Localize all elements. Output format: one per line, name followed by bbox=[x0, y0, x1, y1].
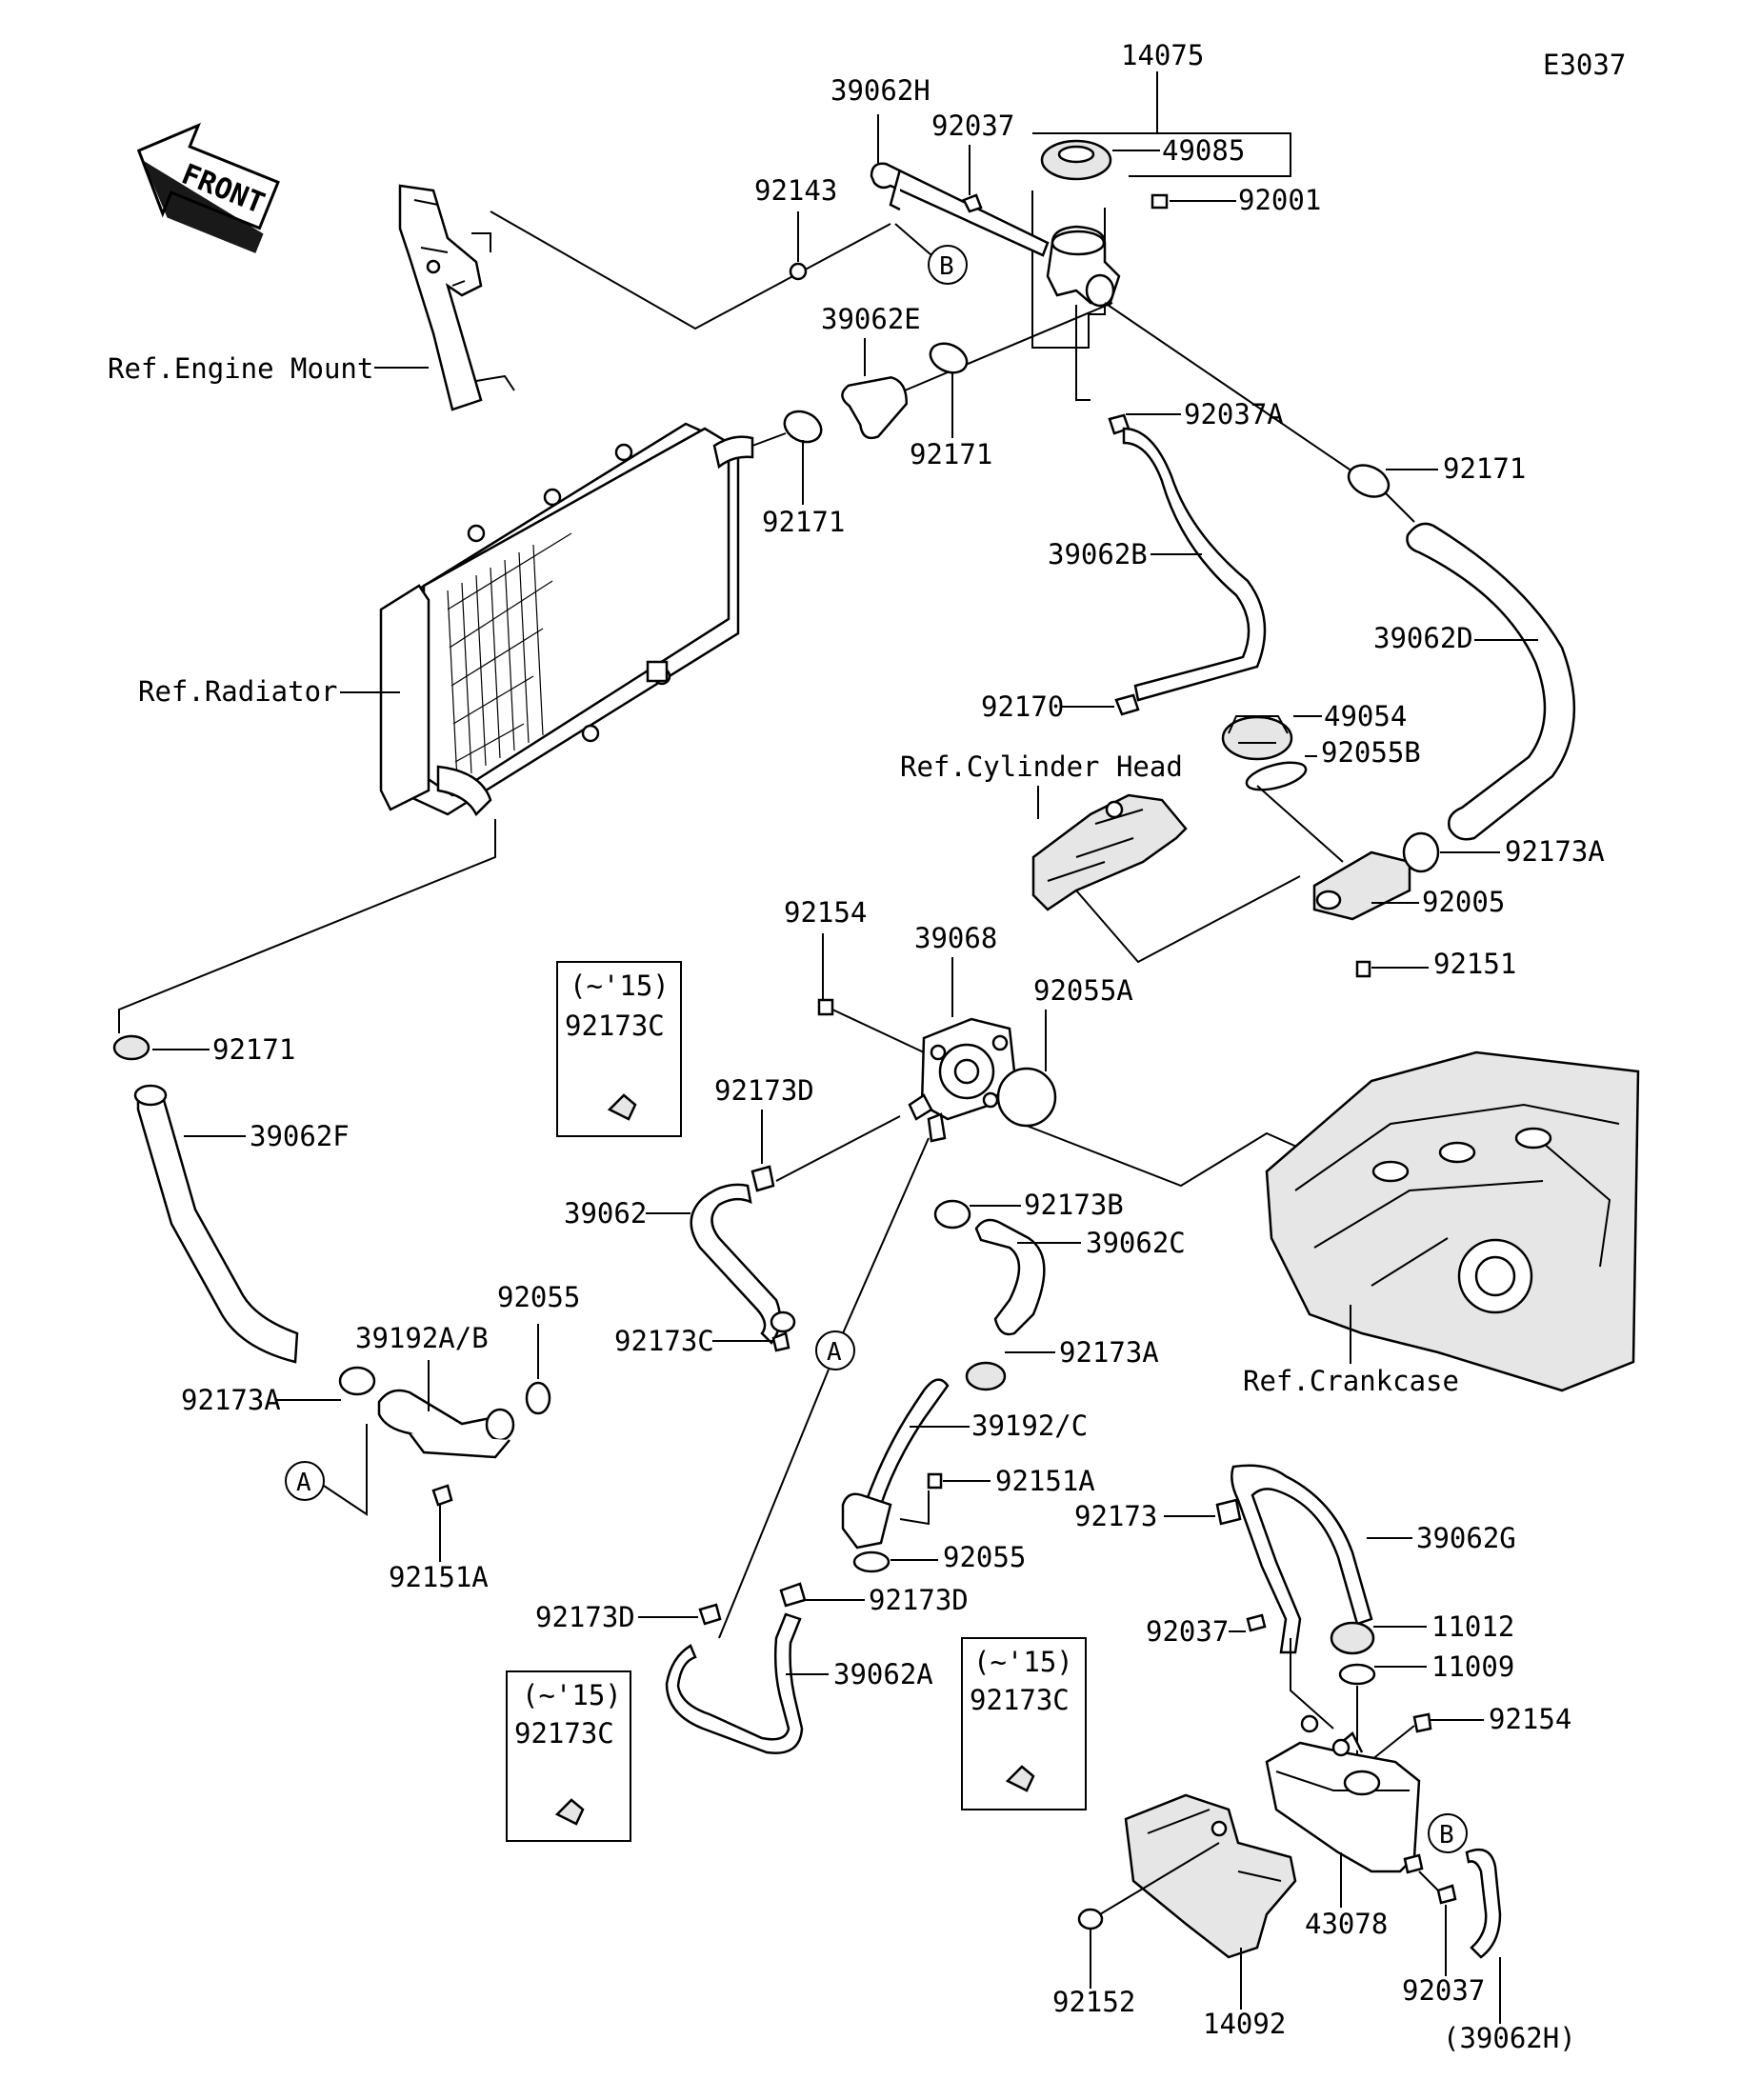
water-pump-cover-39068 bbox=[908, 1017, 1016, 1143]
variant-box-2: (~'15) 92173C bbox=[556, 961, 682, 1137]
pipe-39192AB bbox=[377, 1389, 515, 1459]
variant-box-3-part: 92173C bbox=[970, 1684, 1070, 1716]
label-92037-res: 92037 bbox=[1146, 1615, 1229, 1648]
variant-box-1-part: 92173C bbox=[514, 1717, 614, 1750]
mark-A-left: A bbox=[296, 1469, 311, 1497]
variant-box-3: (~'15) 92173C bbox=[961, 1637, 1087, 1810]
label-39062H-paren: (39062H) bbox=[1443, 2022, 1576, 2054]
label-92055B: 92055B bbox=[1321, 736, 1421, 769]
variant-box-2-part: 92173C bbox=[565, 1010, 665, 1042]
label-11012: 11012 bbox=[1431, 1610, 1514, 1643]
ref-crankcase-label: Ref.Crankcase bbox=[1243, 1365, 1459, 1397]
label-39068: 39068 bbox=[914, 922, 997, 954]
label-39062C: 39062C bbox=[1086, 1227, 1186, 1259]
label-92151: 92151 bbox=[1433, 948, 1516, 980]
label-92151A-left: 92151A bbox=[389, 1561, 489, 1593]
label-39062E: 39062E bbox=[821, 303, 921, 335]
label-92173A-top: 92173A bbox=[1505, 835, 1605, 868]
variant-box-3-year: (~'15) bbox=[973, 1646, 1073, 1678]
label-92143: 92143 bbox=[754, 174, 837, 207]
label-39062D: 39062D bbox=[1373, 622, 1473, 654]
label-92171-b: 92171 bbox=[910, 438, 992, 470]
radiator-fins bbox=[447, 532, 572, 782]
variant-box-2-year: (~'15) bbox=[570, 970, 670, 1002]
label-39192C: 39192/C bbox=[971, 1410, 1088, 1442]
label-92037-top: 92037 bbox=[931, 110, 1014, 142]
label-39192AB: 39192A/B bbox=[355, 1322, 489, 1354]
label-43078: 43078 bbox=[1305, 1908, 1388, 1940]
mark-A-mid: A bbox=[827, 1338, 842, 1367]
label-92154-res: 92154 bbox=[1489, 1703, 1571, 1735]
label-14075: 14075 bbox=[1121, 39, 1204, 71]
label-92037-bottom: 92037 bbox=[1402, 1974, 1485, 2007]
label-92154-top: 92154 bbox=[784, 896, 867, 929]
label-92173D-b: 92173D bbox=[535, 1601, 635, 1633]
label-92173A-left: 92173A bbox=[181, 1384, 281, 1416]
label-92055-mid: 92055 bbox=[943, 1541, 1026, 1573]
label-92005: 92005 bbox=[1422, 886, 1505, 918]
label-49085: 49085 bbox=[1162, 134, 1245, 167]
label-92173D-a: 92173D bbox=[714, 1074, 814, 1107]
radiator bbox=[379, 422, 754, 817]
front-arrow-icon: FRONT bbox=[136, 122, 280, 253]
label-49054: 49054 bbox=[1324, 700, 1407, 732]
label-92171-c: 92171 bbox=[1443, 452, 1526, 485]
label-92173: 92173 bbox=[1074, 1500, 1157, 1532]
ref-cylinder-head-label: Ref.Cylinder Head bbox=[900, 750, 1183, 783]
thermostat-49054 bbox=[1221, 715, 1293, 761]
label-92171-d: 92171 bbox=[212, 1033, 295, 1066]
label-92173D-c: 92173D bbox=[869, 1584, 969, 1616]
label-92055-left: 92055 bbox=[497, 1281, 580, 1313]
engine-mount-bracket bbox=[398, 184, 515, 411]
ref-engine-mount-label: Ref.Engine Mount bbox=[108, 352, 373, 385]
variant-box-1-year: (~'15) bbox=[522, 1679, 622, 1711]
label-92173C-mid: 92173C bbox=[614, 1325, 714, 1357]
label-39062H: 39062H bbox=[830, 74, 931, 107]
label-11009: 11009 bbox=[1431, 1650, 1514, 1683]
label-39062G: 39062G bbox=[1416, 1522, 1516, 1554]
label-39062: 39062 bbox=[564, 1197, 647, 1230]
mark-B-top: B bbox=[939, 252, 954, 281]
label-39062A: 39062A bbox=[833, 1658, 933, 1690]
label-92173B: 92173B bbox=[1024, 1189, 1124, 1221]
reservoir-cover-14092 bbox=[1124, 1793, 1297, 1959]
crankcase bbox=[1265, 1050, 1640, 1392]
label-92170: 92170 bbox=[981, 690, 1064, 723]
diagram-code: E3037 bbox=[1543, 49, 1626, 81]
variant-box-1: (~'15) 92173C bbox=[506, 1670, 631, 1842]
cylinder-head bbox=[1031, 793, 1188, 911]
hose-39062E bbox=[841, 375, 908, 440]
label-92152: 92152 bbox=[1052, 1986, 1135, 2018]
label-92151A-mid: 92151A bbox=[995, 1465, 1095, 1497]
label-92171-a: 92171 bbox=[762, 506, 845, 538]
filler-neck-14075 bbox=[1031, 71, 1291, 349]
label-92173A-mid: 92173A bbox=[1059, 1336, 1159, 1369]
label-92055A: 92055A bbox=[1033, 974, 1133, 1007]
label-14092: 14092 bbox=[1203, 2008, 1286, 2040]
label-92037A: 92037A bbox=[1184, 398, 1284, 430]
thermostat-cover-92005 bbox=[1312, 850, 1411, 921]
mark-B-bottom: B bbox=[1439, 1821, 1454, 1850]
ref-radiator-label: Ref.Radiator bbox=[138, 675, 338, 708]
label-39062B: 39062B bbox=[1048, 538, 1148, 570]
label-39062F: 39062F bbox=[250, 1120, 350, 1152]
label-92001: 92001 bbox=[1238, 184, 1321, 216]
